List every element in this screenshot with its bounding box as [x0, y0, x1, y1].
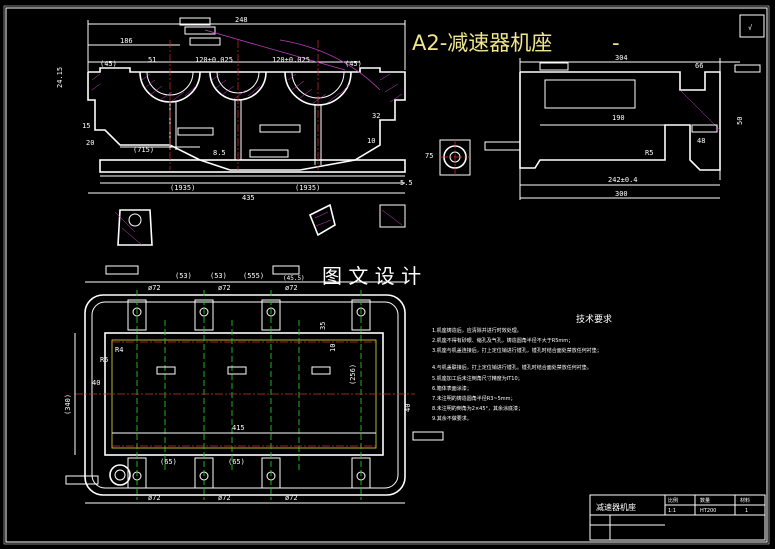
- dim-1935-right: (1935): [295, 184, 320, 192]
- plan-dim-53b: (53): [210, 272, 227, 280]
- dim-45-left: (45): [100, 60, 117, 68]
- plan-dim-r5: R5: [100, 356, 108, 364]
- tech-req-item-4: 4.与机盖联接后，打上定位销进行镗孔。镗孔时结合面处禁放任何衬垫。: [432, 364, 592, 371]
- side-dim-304: 304: [615, 54, 628, 62]
- dim-center-2: 120±0.025: [272, 56, 310, 64]
- plan-dim-53a: (53): [175, 272, 192, 280]
- roughness-box: [739, 14, 765, 38]
- plan-dim-phi72-c: ø72: [285, 284, 298, 292]
- title-block-scale: 1:1: [668, 508, 676, 514]
- plan-dim-40: 40: [92, 379, 100, 387]
- title-block-label-qty: 数量: [700, 497, 710, 504]
- plan-dim-555: (555): [243, 272, 264, 280]
- tech-req-heading: 技术要求: [576, 313, 612, 325]
- dim-10: 10: [367, 137, 375, 145]
- tech-req-item-3: 3.机座与机盖连接后，打上定位销进行镗孔，镗孔时结合面处禁放任何衬垫；: [432, 347, 602, 354]
- title-block-label-material: 材料: [740, 497, 750, 504]
- dim-15: 15: [82, 122, 90, 130]
- title-block-label-scale: 比例: [668, 497, 678, 504]
- sheet-outer-border: [3, 5, 770, 545]
- tech-req-item-7: 7.未注明的铸造圆角半径R3~5mm；: [432, 395, 516, 402]
- plan-dim-40-right: 40: [404, 404, 412, 412]
- tech-req-item-5: 5.机座加工后未注倒角尺寸精度为IT10；: [432, 375, 523, 382]
- dim-20: 20: [86, 139, 94, 147]
- section-detail-c: [379, 204, 406, 228]
- dim-45-right: (45): [345, 60, 362, 68]
- side-dim-190: 190: [612, 114, 625, 122]
- dim-51: 51: [148, 56, 156, 64]
- dim-center-1: 120±0.025: [195, 56, 233, 64]
- drawing-title-dash: -: [612, 31, 620, 55]
- bolt-boss-detail: [439, 139, 471, 176]
- plan-dim-415: 415: [232, 424, 245, 432]
- dim-32: 32: [372, 112, 380, 120]
- title-block-qty: 1: [745, 508, 748, 514]
- title-block-material: HT200: [700, 508, 716, 514]
- section-detail-a: [114, 209, 153, 246]
- dim-overall-length: 248: [235, 16, 248, 24]
- plan-dim-35: 35: [319, 322, 327, 330]
- plan-dim-phi72-d: ø72: [148, 494, 161, 502]
- title-block: 减速器机座 比例 数量 材料 1:1 HT200 1: [589, 494, 766, 541]
- title-block-part-name: 减速器机座: [596, 502, 636, 512]
- side-dim-48: 48: [697, 137, 705, 145]
- technical-requirements: 技术要求 1.机座铸造后，应清除并进行时效处理。 2.机座不得有砂眼、缩孔及气孔…: [432, 313, 612, 422]
- side-dim-50: 50: [736, 117, 744, 125]
- plan-dim-phi72-f: ø72: [285, 494, 298, 502]
- tech-req-item-8: 8.未注明的倒角为2×45°，其余涂底漆；: [432, 405, 523, 412]
- dim-24-15: 24.15: [56, 67, 64, 88]
- sheet-border: [5, 7, 768, 543]
- plan-dim-45-5: (45.5): [283, 275, 305, 282]
- side-dim-242: 242±0.4: [608, 176, 638, 184]
- tech-req-item-1: 1.机座铸造后，应清除并进行时效处理。: [432, 327, 522, 334]
- drawing-title: A2-减速器机座: [412, 31, 552, 55]
- plan-dim-256: (256): [349, 364, 357, 385]
- plan-dim-65b: (65): [228, 458, 245, 466]
- watermark-text: 图 文 设 计: [322, 264, 421, 288]
- dim-75: 75: [425, 152, 433, 160]
- front-view: 248 186 (45) 51 120±0.025 120±0.025 (45)…: [56, 16, 521, 202]
- plan-dim-r4: R4: [115, 346, 123, 354]
- plan-dim-phi72-a: ø72: [148, 284, 161, 292]
- side-view: 304 66 190 R5 48 50 242±0.4 300: [519, 54, 761, 200]
- side-dim-r5: R5: [645, 149, 653, 157]
- dim-5-5: 5.5: [400, 179, 413, 187]
- section-detail-b: [308, 203, 336, 237]
- tech-req-item-2: 2.机座不得有砂眼、缩孔及气孔，铸造圆角半径不大于R5mm；: [432, 337, 573, 344]
- tech-req-item-9: 9.其余不做要求。: [432, 415, 472, 422]
- side-dim-300: 300: [615, 190, 628, 198]
- tech-req-item-6: 6.箱体表面涂漆；: [432, 385, 472, 392]
- plan-dim-phi72-e: ø72: [218, 494, 231, 502]
- dim-186: 186: [120, 37, 133, 45]
- side-dim-66: 66: [695, 62, 703, 70]
- dim-435: 435: [242, 194, 255, 202]
- dim-8-5: 8.5: [213, 149, 226, 157]
- plan-view: (53) (53) (555) (45.5) ø72 ø72 ø72 415 (…: [64, 265, 444, 504]
- roughness-symbol: √: [748, 24, 753, 32]
- plan-dim-340: (340): [64, 394, 72, 415]
- dim-1935-left: (1935): [170, 184, 195, 192]
- plan-dim-10: 10: [329, 344, 337, 352]
- dim-715: (715): [133, 146, 154, 154]
- plan-dim-65a: (65): [160, 458, 177, 466]
- plan-dim-phi72-b: ø72: [218, 284, 231, 292]
